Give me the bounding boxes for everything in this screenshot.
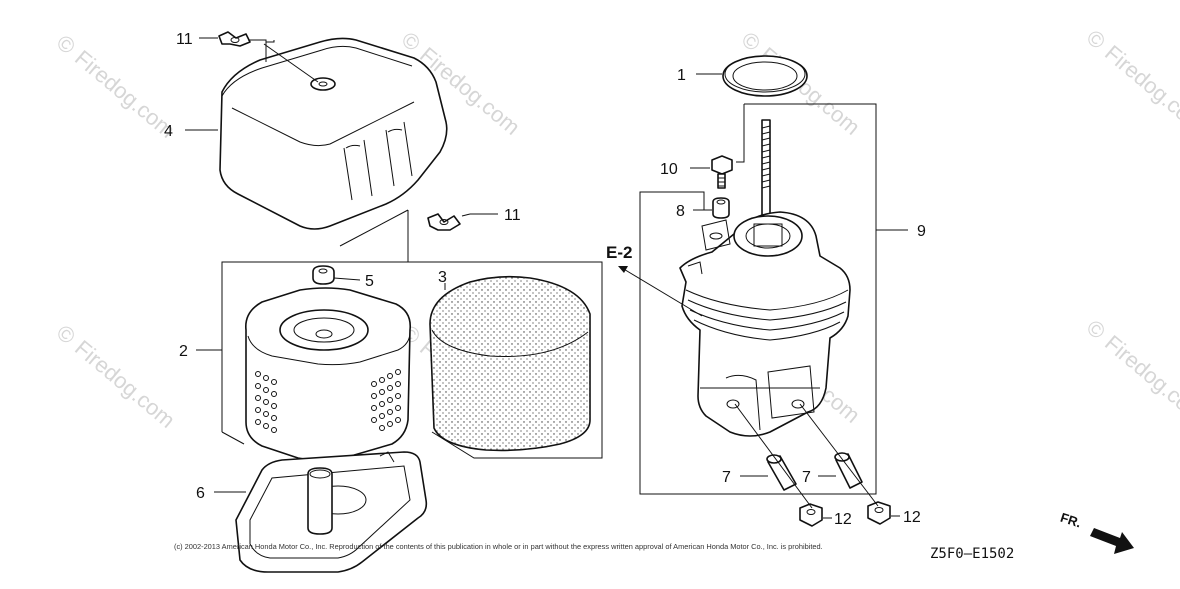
- seal-ring-part: [722, 55, 808, 97]
- callout-12-right: 12: [903, 509, 921, 526]
- collar-tube-right-part: [834, 452, 863, 489]
- watermark-4: Firedog.com: [1100, 40, 1180, 138]
- watermark-symbol: ©: [52, 320, 80, 350]
- air-cleaner-base-part: [235, 451, 428, 573]
- watermark-symbol: ©: [737, 27, 765, 57]
- air-cleaner-case-part: [679, 119, 851, 437]
- callout-6: 6: [196, 485, 205, 502]
- callout-11-upper: 11: [176, 31, 193, 48]
- reference-e2: E-2: [606, 243, 632, 262]
- air-cleaner-cover-part: [219, 37, 448, 230]
- callout-7-right: 7: [802, 469, 811, 486]
- filter-holes-right: [371, 369, 401, 431]
- foam-element-part: [429, 275, 591, 452]
- watermarks: Firedog.com© Firedog.com© Firedog.com© F…: [52, 25, 1180, 433]
- callout-8: 8: [676, 203, 685, 220]
- e2-arrow-head: [618, 266, 628, 273]
- callout-12-left: 12: [834, 511, 852, 528]
- callout-1: 1: [677, 67, 686, 84]
- flange-nut-left-part: [799, 503, 823, 527]
- wing-nut-lower-part: [427, 213, 461, 231]
- grommet-part: [312, 265, 335, 285]
- callout-10: 10: [660, 161, 678, 178]
- watermark-symbol: ©: [1082, 25, 1110, 55]
- watermark-symbol: ©: [52, 30, 80, 60]
- collar-part: [712, 197, 730, 219]
- diagram-code: Z5F0—E1502: [930, 546, 1014, 562]
- callout-9: 9: [917, 223, 926, 240]
- callout-4: 4: [164, 123, 173, 140]
- copyright-notice: (c) 2002-2013 American Honda Motor Co., …: [174, 542, 823, 551]
- flange-bolt-part: [711, 155, 733, 189]
- watermark-8: Firedog.com: [1100, 330, 1180, 428]
- front-direction-label: FR.: [1059, 510, 1084, 531]
- collar-tube-left-part: [766, 454, 797, 491]
- callout-7-left: 7: [722, 469, 731, 486]
- callout-11-lower: 11: [504, 207, 521, 224]
- filter-holes-left: [255, 371, 277, 433]
- leader-lines: [185, 37, 908, 519]
- callout-3: 3: [438, 269, 447, 286]
- watermark-symbol: ©: [397, 27, 425, 57]
- callout-2: 2: [179, 343, 188, 360]
- watermark-symbol: ©: [1082, 315, 1110, 345]
- callout-5: 5: [365, 273, 374, 290]
- filter-element-part: [245, 287, 412, 461]
- front-arrow-icon: [1090, 528, 1134, 554]
- flange-nut-right-part: [867, 501, 891, 525]
- front-direction-indicator: FR.: [1059, 510, 1134, 554]
- callouts: 11 4 11 5 3 2 6 1 10 8 9 7 7 12 12 E-2: [164, 31, 926, 528]
- watermark-5: Firedog.com: [70, 335, 180, 433]
- wing-nut-upper-part: [218, 31, 251, 47]
